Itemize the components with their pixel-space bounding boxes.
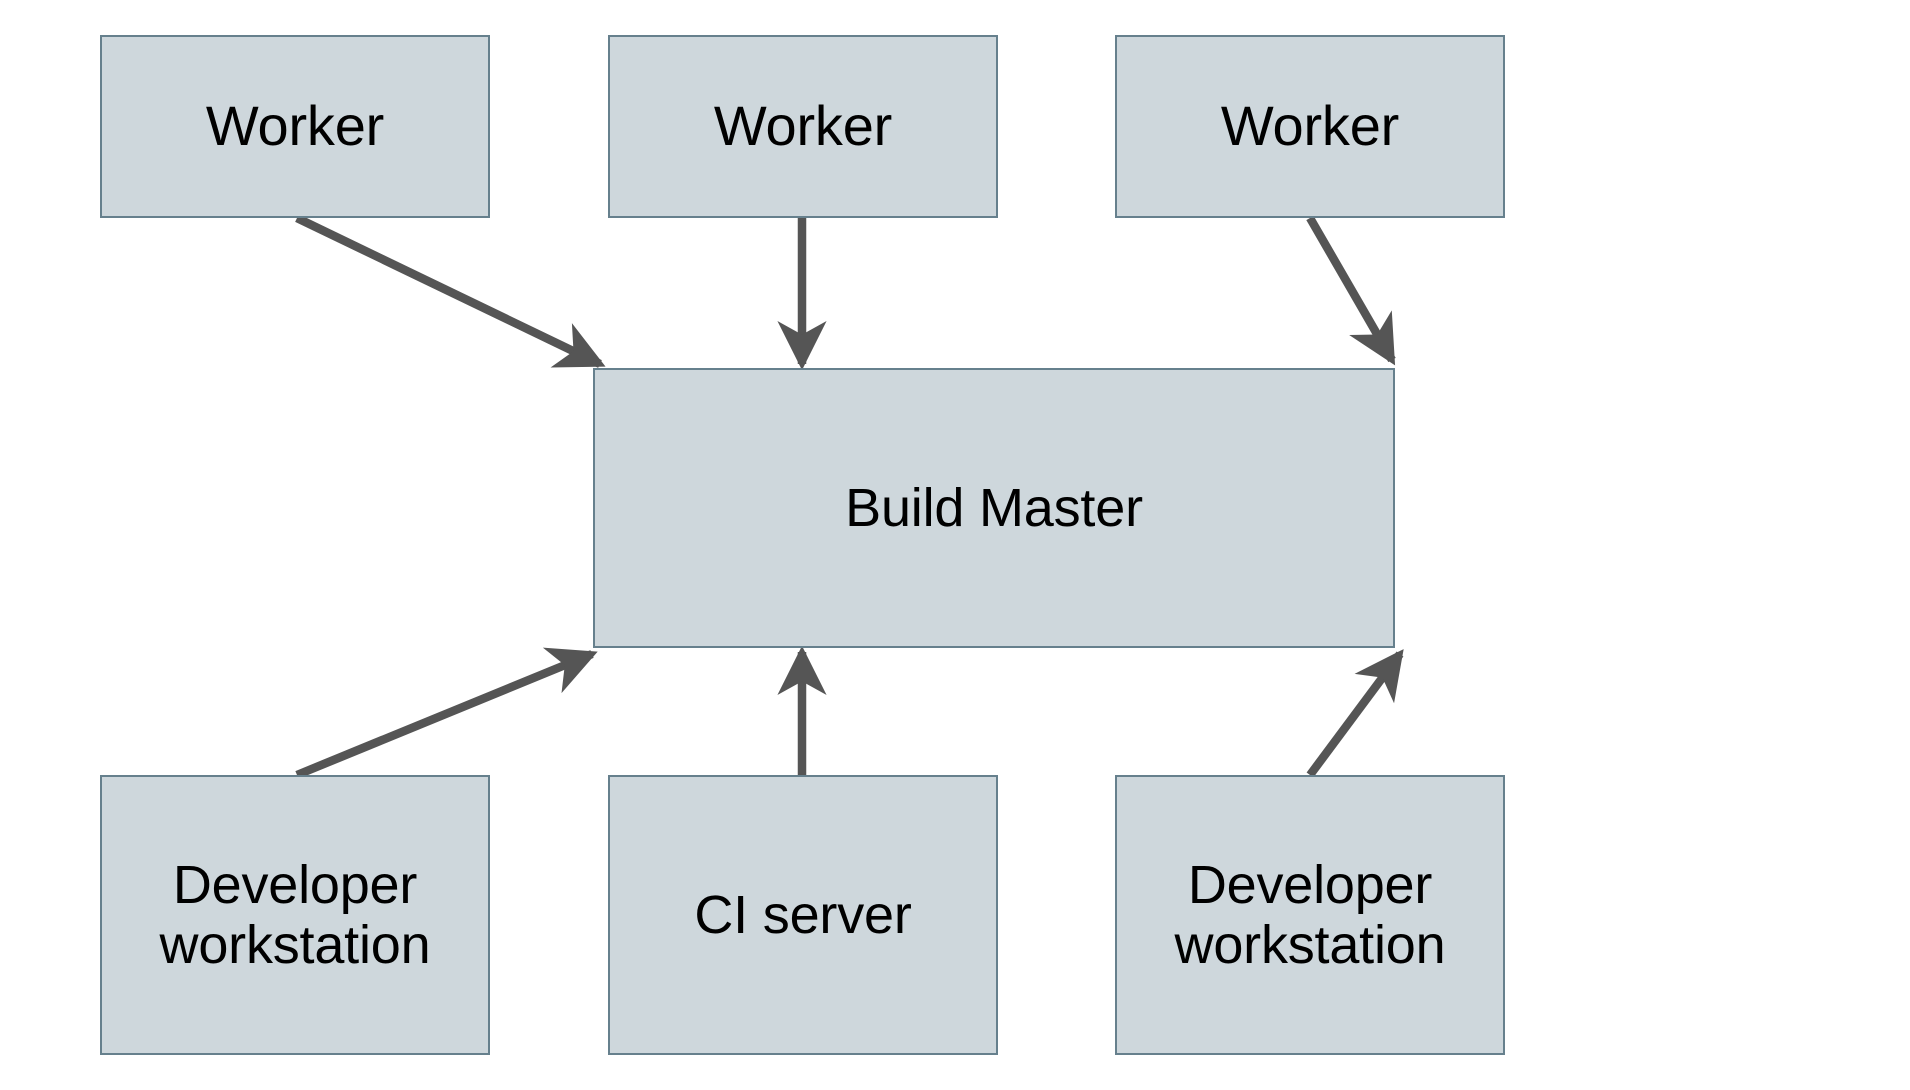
edge-e-worker-left-to-master: [295, 214, 606, 368]
edge-e-worker-right-to-master: [1306, 215, 1396, 366]
edge-e-dev-left-to-master: [295, 647, 598, 779]
node-dev-left[interactable]: Developer workstation: [100, 775, 490, 1055]
node-ci-server[interactable]: CI server: [608, 775, 998, 1055]
node-dev-right[interactable]: Developer workstation: [1115, 775, 1505, 1055]
node-label-ci-server: CI server: [694, 884, 912, 945]
node-worker-left[interactable]: Worker: [100, 35, 490, 218]
node-build-master[interactable]: Build Master: [593, 368, 1395, 648]
node-label-worker-center: Worker: [713, 94, 893, 158]
node-label-worker-left: Worker: [205, 94, 385, 158]
node-label-dev-left: Developer workstation: [159, 854, 431, 975]
edge-e-dev-right-to-master: [1306, 649, 1404, 778]
node-worker-right[interactable]: Worker: [1115, 35, 1505, 218]
node-label-worker-right: Worker: [1220, 94, 1400, 158]
node-label-dev-right: Developer workstation: [1174, 854, 1446, 975]
node-worker-center[interactable]: Worker: [608, 35, 998, 218]
node-label-build-master: Build Master: [845, 477, 1143, 538]
